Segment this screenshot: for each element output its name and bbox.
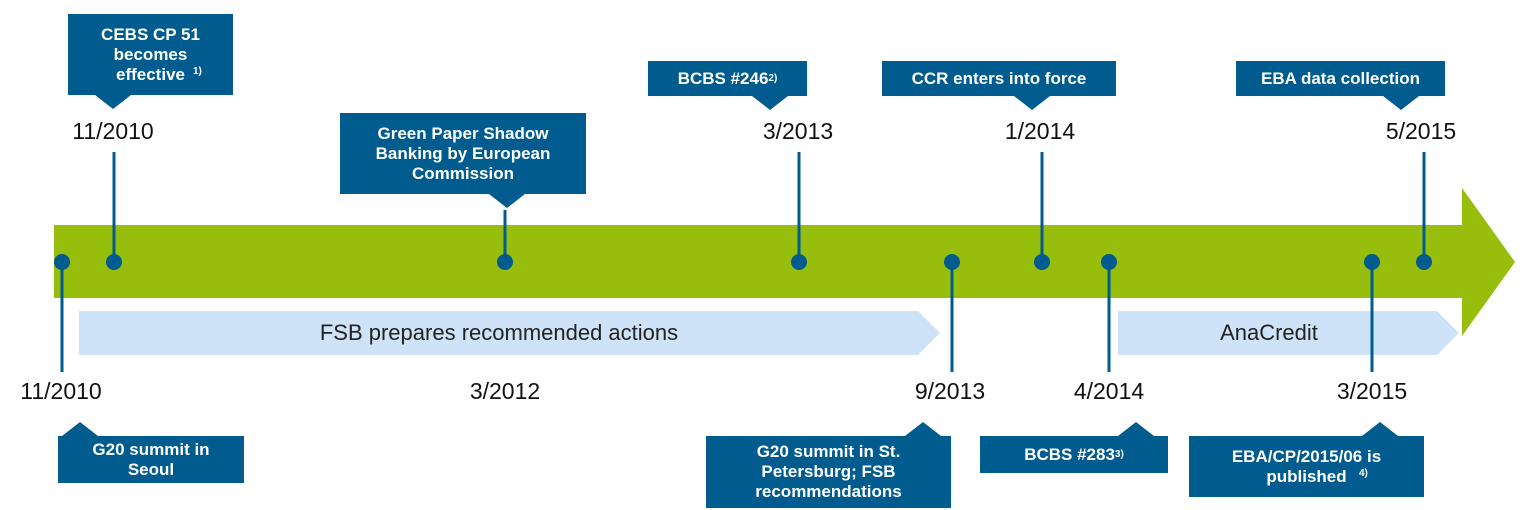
phase-label-fsb: FSB prepares recommended actions — [319, 320, 679, 345]
callout-title: G20 summit in Seoul — [92, 439, 210, 479]
callout-tail — [95, 95, 131, 109]
callout-title: BCBS #246 — [677, 68, 769, 88]
callout-eba-cp: EBA/CP/2015/06 is published 4) — [1189, 436, 1424, 497]
date-label: 1/2014 — [1004, 118, 1076, 144]
callout-tail — [62, 422, 98, 436]
callout-tail — [905, 422, 941, 436]
phase-bar-fsb — [79, 311, 940, 355]
callout-g20-seoul: G20 summit in Seoul — [58, 436, 244, 483]
callout-tail — [752, 96, 788, 110]
phase-label-anacredit: AnaCredit — [1220, 320, 1318, 345]
callout-title: CCR enters into force — [911, 68, 1087, 88]
callout-tail — [1362, 422, 1398, 436]
callout-green-paper: Green Paper Shadow Banking by European C… — [340, 113, 586, 194]
callout-title: Green Paper Shadow Banking by European C… — [375, 123, 551, 183]
marker-dot — [106, 254, 122, 270]
marker-dot — [791, 254, 807, 270]
date-label: 11/2010 — [72, 118, 154, 144]
callout-title: G20 summit in St. Petersburg; FSB recomm… — [755, 442, 902, 501]
timeline-arrow — [54, 188, 1515, 336]
marker-dot — [1416, 254, 1432, 270]
date-label: 3/2015 — [1336, 378, 1408, 404]
callout-tail — [1014, 96, 1050, 110]
callout-title: CEBS CP 51 becomes effective — [101, 24, 200, 84]
callout-title: EBA data collection — [1260, 68, 1420, 88]
callout-ccr: CCR enters into force — [882, 61, 1116, 96]
marker-dot — [944, 254, 960, 270]
date-label: 4/2014 — [1073, 378, 1145, 404]
marker-dot — [1364, 254, 1380, 270]
date-label: 3/2012 — [469, 378, 541, 404]
callout-tail — [1118, 422, 1154, 436]
date-label: 3/2013 — [762, 118, 834, 144]
callout-title: BCBS #283 — [1024, 444, 1115, 464]
marker-dot — [1101, 254, 1117, 270]
callout-g20-stpetersburg: G20 summit in St. Petersburg; FSB recomm… — [706, 436, 951, 508]
callout-cebs-cp51: CEBS CP 51 becomes effective 1) — [68, 14, 233, 95]
phase-bar-anacredit — [1118, 311, 1459, 355]
date-label: 9/2013 — [914, 378, 986, 404]
callout-eba-data: EBA data collection — [1236, 61, 1445, 96]
marker-dot — [54, 254, 70, 270]
marker-dot — [1034, 254, 1050, 270]
callout-tail — [1383, 96, 1419, 110]
marker-dot — [497, 254, 513, 270]
date-label: 5/2015 — [1385, 118, 1457, 144]
callout-title: EBA/CP/2015/06 is published — [1231, 446, 1382, 486]
callout-tail — [489, 194, 525, 208]
date-label: 11/2010 — [20, 378, 102, 404]
